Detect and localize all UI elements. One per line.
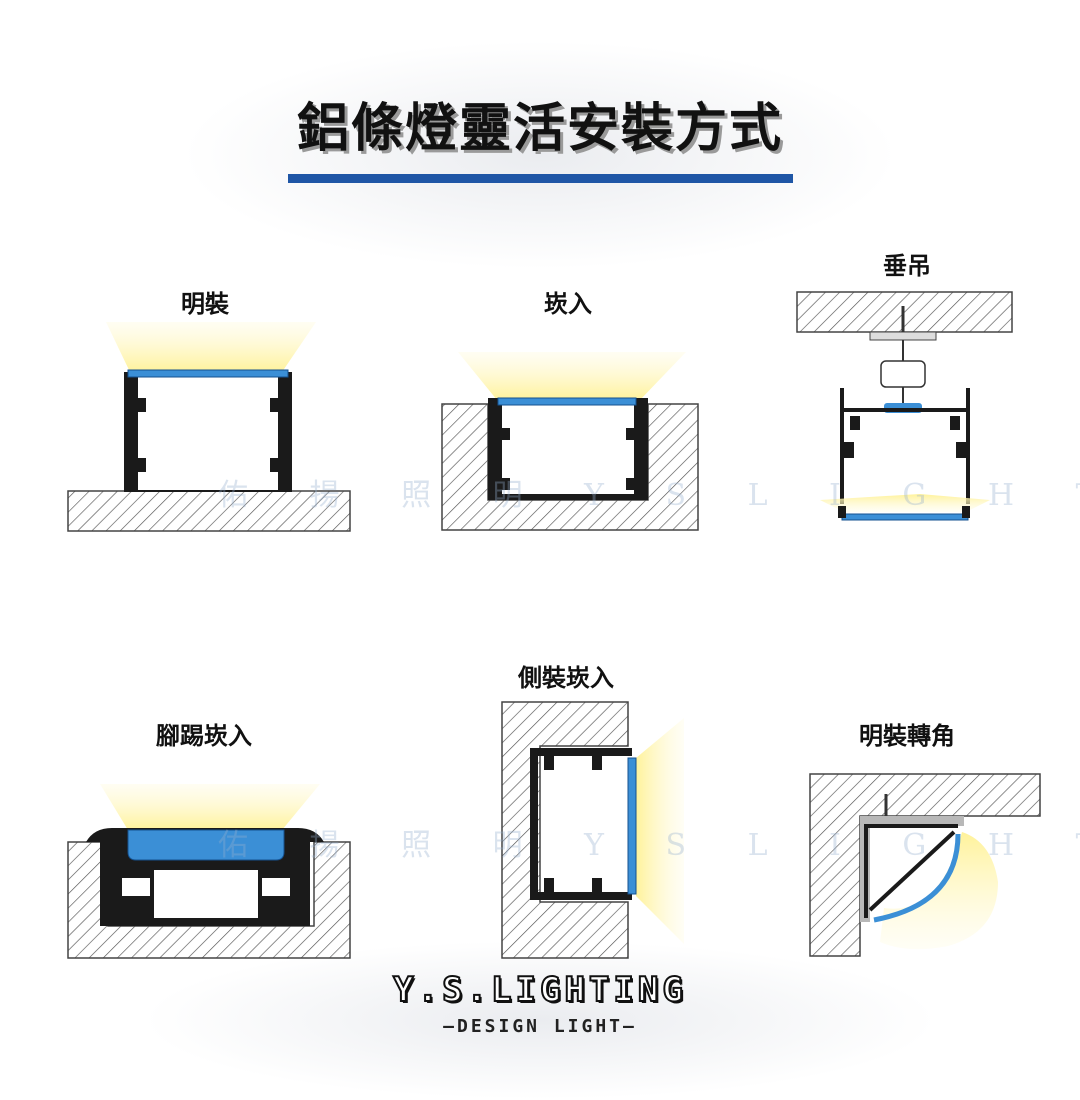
- diagram-side-recessed: [501, 701, 684, 959]
- diffuser: [873, 833, 961, 923]
- diagram-pendant: [796, 291, 1013, 521]
- background-glow-bottom: [140, 940, 940, 1100]
- light-beam: [458, 352, 686, 400]
- diffuser: [127, 829, 285, 861]
- watermark-line-1: 佑 揚 照 明 Y S L I G H T I N G: [218, 478, 1080, 513]
- ceiling-bracket: [869, 331, 937, 341]
- light-beam: [636, 718, 684, 944]
- light-beam: [106, 322, 316, 372]
- diffuser: [841, 513, 969, 521]
- label-corner-mount: 明裝轉角: [859, 722, 955, 750]
- diffuser: [497, 397, 637, 406]
- diagram-recessed: [441, 352, 699, 531]
- mount-surface: [67, 490, 351, 532]
- diffuser: [127, 369, 289, 378]
- label-side-recessed: 側裝崁入: [518, 664, 614, 692]
- diagram-corner-mount: [809, 773, 1041, 957]
- light-beam: [820, 494, 990, 512]
- brand-tagline: —DESIGN LIGHT—: [443, 1016, 637, 1037]
- page-title: 鋁條燈靈活安裝方式: [296, 99, 783, 159]
- diagram-kick-recessed: [67, 784, 351, 959]
- watermark-line-2: 佑 揚 照 明 Y S L I G H T I N G: [218, 828, 1080, 863]
- brand-logo: Y.S.LIGHTING: [392, 969, 687, 1011]
- diffuser: [627, 757, 637, 895]
- cable-clamp: [880, 360, 926, 388]
- light-beam: [100, 784, 320, 830]
- label-kick-recessed: 腳踢崁入: [156, 722, 252, 750]
- background-glow-top: [180, 40, 900, 270]
- label-recessed: 崁入: [544, 290, 592, 318]
- label-pendant: 垂吊: [883, 252, 931, 280]
- title-underline: [288, 174, 793, 183]
- label-surface-mount: 明裝: [181, 290, 229, 318]
- diagram-surface-mount: [67, 322, 351, 532]
